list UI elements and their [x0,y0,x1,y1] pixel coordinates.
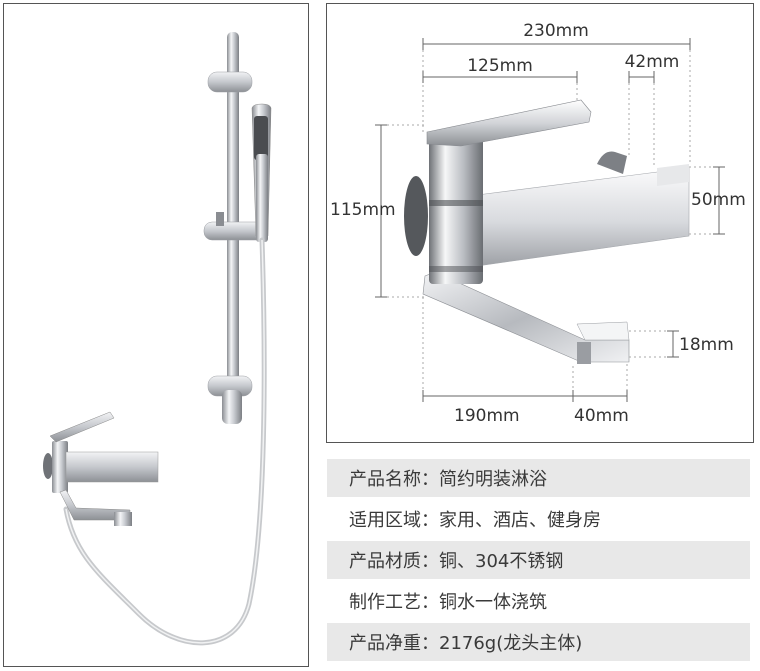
dim-spout-reach: 190mm [454,406,520,426]
dim-height: 115mm [330,200,396,220]
spec-label: 产品材质： [349,551,439,572]
dimension-lines [375,38,725,402]
dim-handle-length: 125mm [467,56,533,76]
hand-shower [251,103,272,242]
spec-value: 铜水一体浇筑 [439,592,547,613]
shower-set-panel [3,3,309,667]
dim-spout-tip: 40mm [574,406,629,426]
mixer-faucet-small [43,411,159,526]
spec-value: 2176g(龙头主体) [439,633,583,654]
faucet-dimension-drawing: 230mm 125mm 42mm 115mm 50mm 18mm 190mm 4… [330,21,746,426]
dim-holder-width: 42mm [625,52,680,72]
spec-row-product-name: 产品名称：简约明装淋浴 [327,459,750,497]
shower-set-illustration [43,32,272,646]
spec-value: 家用、酒店、健身房 [439,510,601,531]
spec-value: 铜、304不锈钢 [439,551,564,572]
dim-spout-height: 18mm [679,335,734,355]
spec-label: 制作工艺： [349,592,439,613]
spec-label: 产品净重： [349,633,439,654]
dim-body-height: 50mm [691,190,746,210]
dim-overall-width: 230mm [523,21,589,41]
spec-row-process: 制作工艺：铜水一体浇筑 [327,582,750,620]
spec-row-net-weight: 产品净重：2176g(龙头主体) [327,623,750,661]
spec-row-material: 产品材质：铜、304不锈钢 [327,541,750,579]
dimension-drawing-panel: 230mm 125mm 42mm 115mm 50mm 18mm 190mm 4… [326,3,754,443]
spec-label: 适用区域： [349,510,439,531]
spec-value: 简约明装淋浴 [439,469,547,490]
spec-row-application: 适用区域：家用、酒店、健身房 [327,500,750,538]
faucet-image [404,99,690,364]
spec-label: 产品名称： [349,469,439,490]
slide-rail [203,32,265,424]
